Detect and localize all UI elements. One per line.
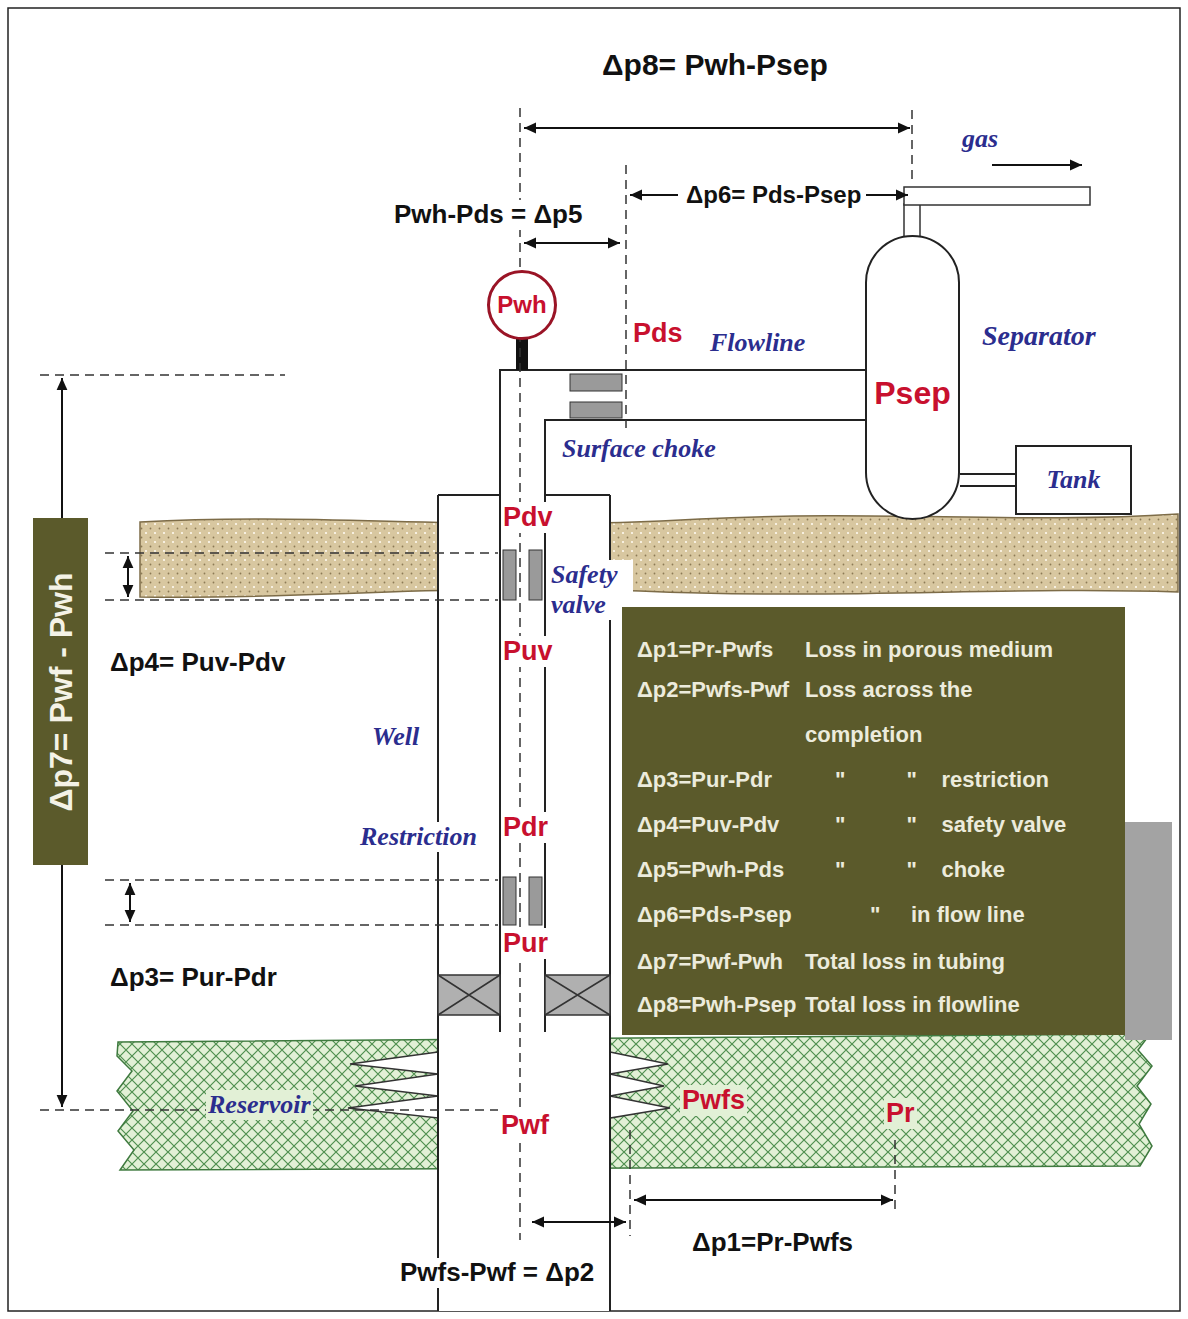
table-cell: " " restriction bbox=[835, 767, 1049, 792]
table-cell: Total loss in tubing bbox=[805, 949, 1005, 974]
table-cell: Δp2=Pwfs-Pwf bbox=[637, 677, 789, 702]
tank-box: Tank bbox=[1015, 445, 1132, 515]
dimension-arrow bbox=[524, 127, 910, 129]
pipe bbox=[960, 473, 1015, 487]
safety-valve bbox=[529, 550, 542, 600]
table-cell: Δp1=Pr-Pwfs bbox=[637, 637, 773, 662]
part-label: Surface choke bbox=[560, 434, 718, 464]
dimension-label: Δp6= Pds-Psep bbox=[684, 181, 863, 209]
table-cell: Δp6=Pds-Psep bbox=[637, 902, 792, 927]
dimension-label: Δp4= Puv-Pdv bbox=[108, 648, 287, 678]
gauge-stem bbox=[516, 338, 528, 370]
table-cell: Total loss in flowline bbox=[805, 992, 1020, 1017]
ground-band bbox=[140, 514, 1178, 597]
dimension-label: Pwh-Pds = Δp5 bbox=[392, 200, 584, 230]
part-label: Well bbox=[370, 722, 421, 752]
dimension-label: Δp8= Pwh-Psep bbox=[600, 48, 830, 83]
pressure-label: Pdr bbox=[501, 812, 550, 843]
frame bbox=[8, 8, 1180, 1311]
pressure-label: Pr bbox=[884, 1098, 917, 1129]
perforation bbox=[348, 1052, 438, 1118]
dimension-arrow bbox=[866, 194, 908, 196]
separator-vessel: SeparatorPsep bbox=[865, 235, 960, 520]
part-label: Flowline bbox=[708, 328, 807, 358]
pressure-drop-band: Δp7= Pwf - Pwh bbox=[33, 518, 88, 865]
table-cell: Δp7=Pwf-Pwh bbox=[637, 949, 783, 974]
dimension-arrow bbox=[524, 242, 620, 244]
table-cell: Δp5=Pwh-Pds bbox=[637, 857, 784, 882]
dimension-arrow bbox=[634, 1199, 893, 1201]
restriction bbox=[503, 877, 516, 925]
pipe-bore bbox=[960, 475, 1015, 485]
pressure-label: Pwf bbox=[499, 1110, 551, 1141]
dimension-arrow bbox=[129, 883, 131, 922]
part-label: Reservoir bbox=[206, 1090, 313, 1120]
table-cell: Δp8=Pwh-Psep bbox=[637, 992, 796, 1017]
pressure-label: Pur bbox=[501, 928, 550, 959]
reservoir-band bbox=[117, 1034, 1152, 1170]
pressure-label: Pds bbox=[631, 318, 685, 349]
pressure-loss-table: Δp1=Pr-Pwfs Loss in porous mediumΔp2=Pwfs… bbox=[622, 607, 1125, 1035]
restriction bbox=[529, 877, 542, 925]
node-text: Psep bbox=[874, 375, 950, 412]
dimension-arrow bbox=[127, 556, 129, 597]
table-cell: " " safety valve bbox=[835, 812, 1066, 837]
pressure-label: Puv bbox=[501, 636, 555, 667]
dimension-arrow bbox=[630, 194, 678, 196]
dimension-label: Δp1=Pr-Pwfs bbox=[690, 1228, 855, 1258]
pressure-label: Pwfs bbox=[680, 1085, 747, 1116]
part-label: Safety valve bbox=[549, 560, 633, 620]
node-text: Tank bbox=[1047, 465, 1101, 495]
surface-choke bbox=[570, 402, 622, 418]
table-cell: Loss across the completion bbox=[805, 667, 1025, 757]
node-text: Pwh bbox=[497, 291, 546, 319]
perforation bbox=[610, 1052, 670, 1118]
gas-pipe bbox=[904, 187, 1090, 205]
node-text: Δp7= Pwf - Pwh bbox=[42, 572, 79, 811]
table-shadow bbox=[1125, 822, 1172, 1040]
flow-arrow bbox=[992, 164, 1082, 166]
pressure-gauge: Pwh bbox=[487, 270, 557, 340]
pressure-label: Pdv bbox=[501, 502, 555, 533]
table-cell: Loss in porous medium bbox=[805, 637, 1053, 662]
table-cell: " " choke bbox=[835, 857, 1005, 882]
node-text: Separator bbox=[982, 320, 1096, 352]
dimension-arrow bbox=[532, 1221, 626, 1223]
table-cell: Δp4=Puv-Pdv bbox=[637, 812, 779, 837]
safety-valve bbox=[503, 550, 516, 600]
table-cell: " in flow line bbox=[870, 902, 1025, 927]
dimension-label: Δp3= Pur-Pdr bbox=[108, 963, 279, 993]
pipe-connector bbox=[960, 480, 1015, 481]
table-cell: Δp3=Pur-Pdr bbox=[637, 767, 772, 792]
dimension-label: Pwfs-Pwf = Δp2 bbox=[398, 1258, 596, 1288]
part-label: Restriction bbox=[358, 822, 479, 852]
packer-cross bbox=[438, 975, 610, 1015]
flow-label: gas bbox=[960, 124, 1000, 154]
surface-choke bbox=[570, 374, 622, 391]
